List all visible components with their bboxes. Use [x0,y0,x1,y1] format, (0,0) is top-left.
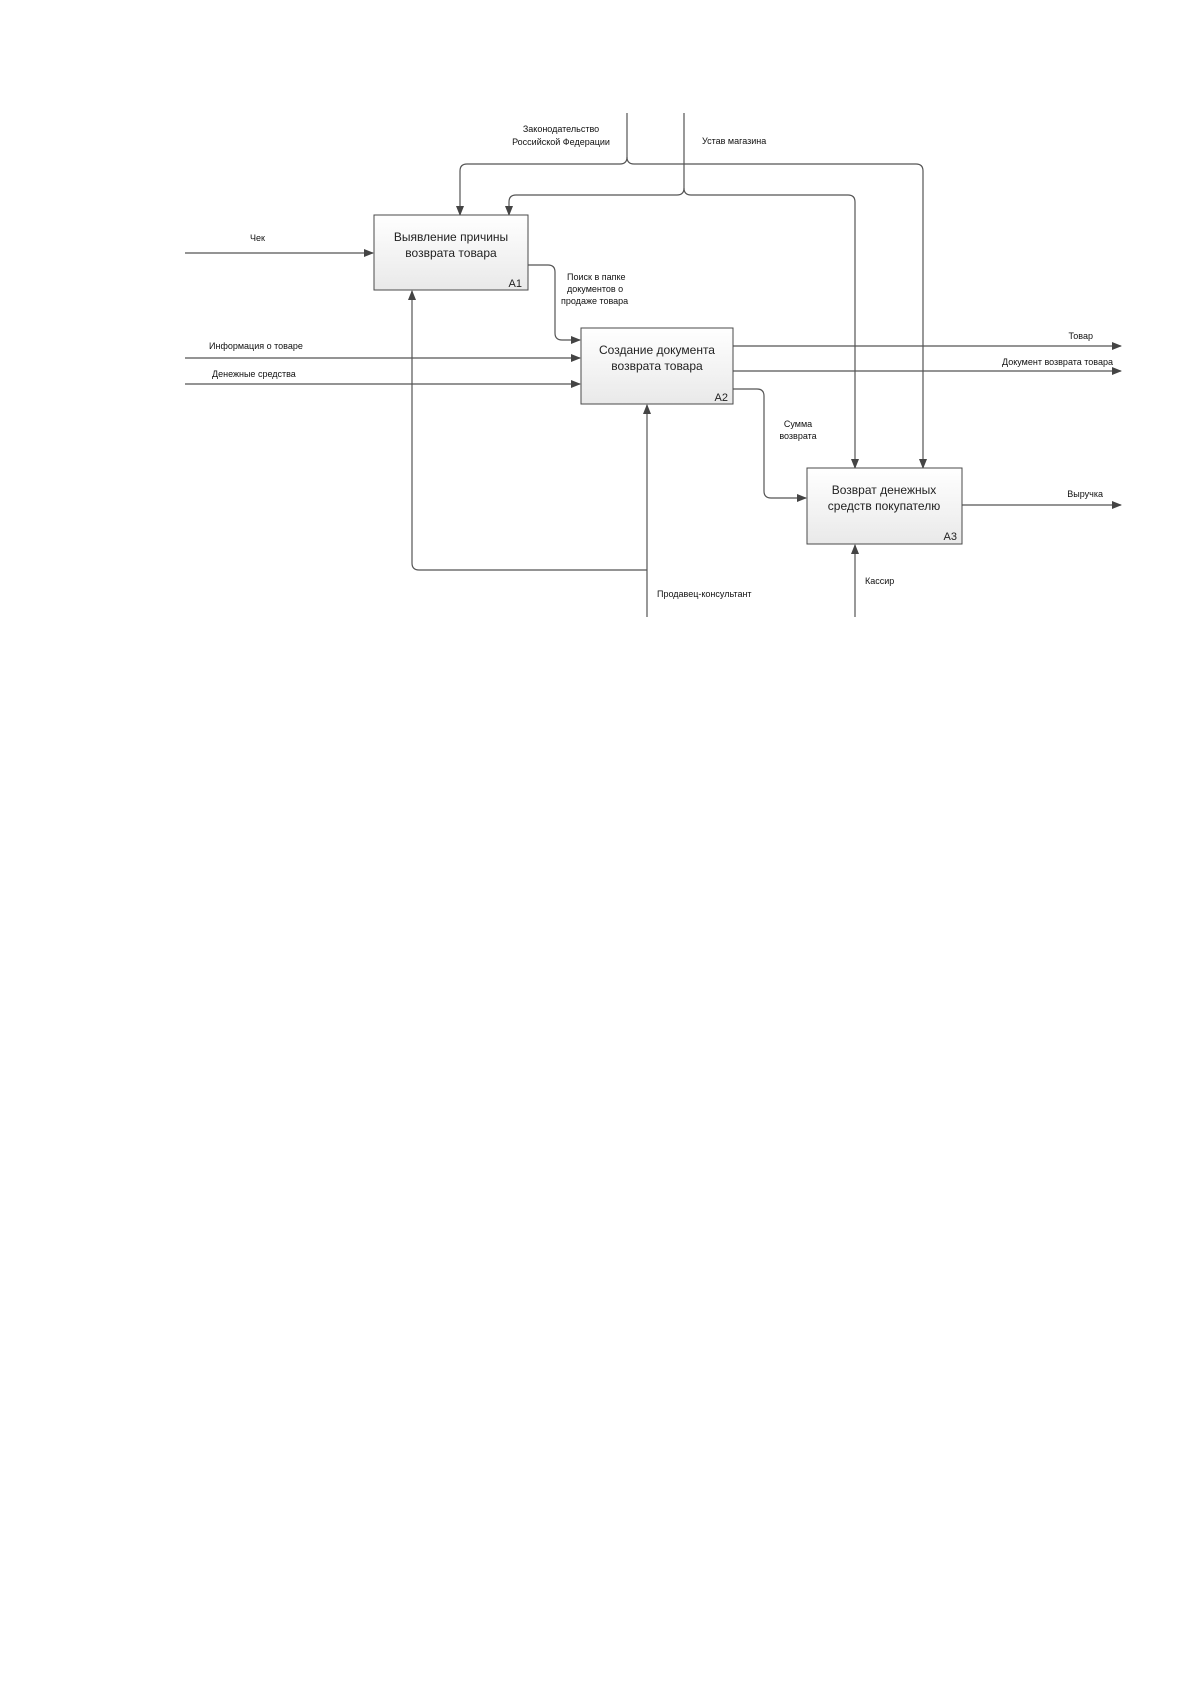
label-search-line2: документов о [567,284,623,294]
label-search-line1: Поиск в папке [567,272,626,282]
activity-box-a3[interactable]: Возврат денежных средств покупателю A3 [806,467,963,545]
label-consultant: Продавец-консультант [657,589,752,599]
box-a3-title-line1: Возврат денежных [832,483,936,497]
activity-box-a1[interactable]: Выявление причины возврата товара A1 [373,214,529,291]
label-product-info: Информация о товаре [209,341,303,351]
label-sum-line1: Сумма [784,419,812,429]
arrow-charter-to-a3 [683,187,859,469]
arrow-consultant-to-a1 [408,290,647,571]
box-a2-number: A2 [715,392,728,404]
label-sum-line2: возврата [779,431,816,441]
label-check: Чек [250,233,265,243]
label-money: Денежные средства [212,369,296,379]
activity-box-a2[interactable]: Создание документа возврата товара A2 [580,327,734,405]
label-goods: Товар [1069,331,1094,341]
arrow-law-to-a1 [456,113,628,216]
box-a3-title-line2: средств покупателю [828,499,940,513]
arrow-search-a1-to-a2 [528,264,581,344]
label-law-line2: Российской Федерации [512,137,610,147]
label-law-line1: Законодательство [523,124,599,134]
label-return-doc: Документ возврата товара [1002,357,1113,367]
label-search-line3: продаже товара [561,296,628,306]
box-a1-title-line2: возврата товара [405,246,497,260]
arrow-charter-to-a1 [505,113,685,216]
box-a3-number: A3 [944,531,957,543]
arrow-sum-a2-to-a3 [733,388,807,502]
box-a2-title-line1: Создание документа [599,343,715,357]
box-a2-title-line2: возврата товара [611,359,703,373]
box-a1-number: A1 [509,278,522,290]
arrow-law-to-a3 [626,156,927,469]
label-charter: Устав магазина [702,136,766,146]
label-revenue: Выручка [1067,489,1103,499]
box-a1-title-line1: Выявление причины [394,230,508,244]
label-cashier: Кассир [865,576,894,586]
